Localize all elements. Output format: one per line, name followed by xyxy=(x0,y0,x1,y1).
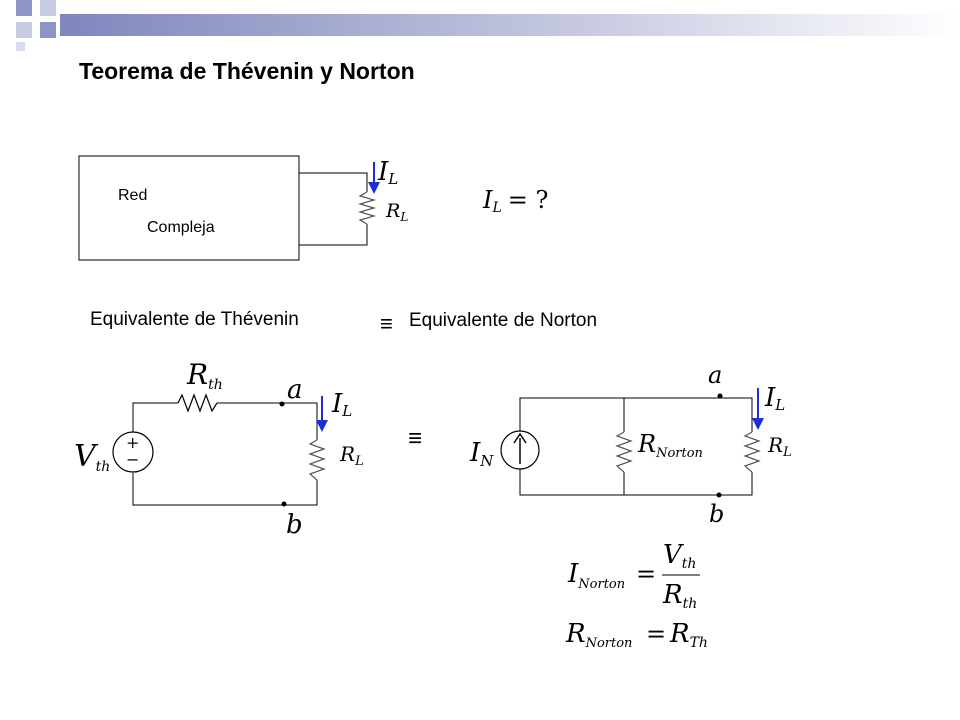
deco-square xyxy=(16,22,32,38)
norton-wires xyxy=(519,397,753,496)
deco-bar xyxy=(60,14,960,36)
network-box xyxy=(78,155,300,261)
network-load-resistor xyxy=(357,191,377,225)
equiv-symbol: ≡ xyxy=(380,311,393,336)
in-label: IN xyxy=(469,438,494,470)
norton-node-a-label: a xyxy=(708,361,722,389)
vth-plus: + xyxy=(126,433,139,452)
thevenin-il-label: IL xyxy=(331,389,352,420)
rth-resistor xyxy=(177,393,218,413)
node-a-dot xyxy=(279,401,285,407)
node-b-dot xyxy=(281,501,287,507)
norton-node-b-label: b xyxy=(709,500,724,528)
node-b-label: b xyxy=(286,510,303,540)
thevenin-label: Equivalente de Thévenin xyxy=(90,309,299,330)
deco-square xyxy=(16,0,32,16)
network-label-compleja: Compleja xyxy=(147,219,215,236)
in-source-arrowhead xyxy=(513,432,527,444)
norton-circuit: IN RNorton a b IL RL xyxy=(469,361,792,528)
network-label-red: Red xyxy=(118,187,148,204)
formula2-rhs: RTh xyxy=(669,619,708,651)
rnorton-label: RNorton xyxy=(637,430,703,461)
vth-label: Vth xyxy=(74,439,110,475)
rl-resistor xyxy=(308,439,326,481)
node-a-label: a xyxy=(287,375,303,405)
norton-label: Equivalente de Norton xyxy=(409,310,598,331)
norton-node-a-dot xyxy=(717,393,723,399)
norton-node-b-dot xyxy=(716,492,722,498)
formula1-numerator: Vth xyxy=(663,540,696,572)
norton-rl-label: RL xyxy=(767,433,792,460)
deco-square xyxy=(40,22,56,38)
thevenin-wires xyxy=(132,402,318,506)
deco-square xyxy=(40,0,56,16)
formula2-lhs: RNorton xyxy=(565,619,632,651)
rth-label: Rth xyxy=(186,358,223,393)
question-formula: IL= ? xyxy=(482,186,548,216)
formula1-lhs: INorton xyxy=(567,559,625,592)
deco-square xyxy=(16,42,25,51)
formula1-eq: = xyxy=(636,560,656,588)
vth-source xyxy=(112,431,154,473)
rnorton-resistor xyxy=(615,431,633,473)
norton-il-label: IL xyxy=(764,383,785,414)
thevenin-rl-label: RL xyxy=(339,442,364,469)
corner-decoration xyxy=(16,0,960,51)
vth-minus: − xyxy=(126,450,139,469)
network-rl-label: RL xyxy=(385,200,408,224)
thevenin-circuit: + − Rth Vth a b IL RL xyxy=(74,358,364,540)
norton-rl-resistor xyxy=(743,431,761,473)
network-il-label: IL xyxy=(377,157,398,188)
formula1-denominator: Rth xyxy=(662,580,697,612)
complex-network: IL RL xyxy=(78,155,408,261)
slide-title: Teorema de Thévenin y Norton xyxy=(79,58,415,84)
norton-formulas: INorton = Vth Rth RNorton = RTh xyxy=(565,540,708,651)
equiv-symbol-circuits: ≡ xyxy=(408,425,423,452)
network-wires xyxy=(299,172,368,246)
formula2-eq: = xyxy=(646,620,666,648)
